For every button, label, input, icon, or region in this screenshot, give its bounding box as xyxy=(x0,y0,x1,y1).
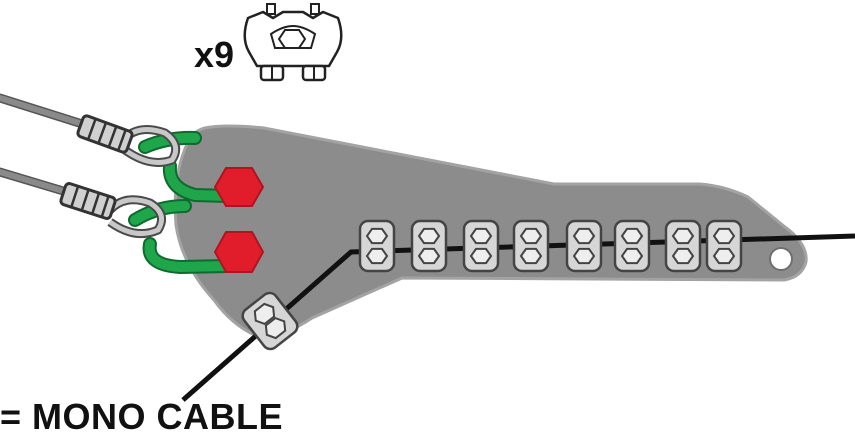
wire-rope-clip-icon xyxy=(410,219,448,273)
wire-rope-clip-icon xyxy=(358,219,396,273)
wire-rope-clip-icon xyxy=(613,219,651,273)
red-hex-bolt-icon xyxy=(213,167,265,207)
wire-rope-clip-icon xyxy=(462,219,500,273)
angled-cable-clip xyxy=(241,291,299,351)
cable-clamp-icon xyxy=(243,3,343,82)
mono-cable-caption: = MONO CABLE xyxy=(0,396,284,437)
upper-ferrule xyxy=(76,114,134,154)
wire-rope-clip-icon xyxy=(565,219,603,273)
clip-row xyxy=(358,219,743,273)
upper-thimble xyxy=(121,124,181,167)
lower-ferrule xyxy=(59,182,117,220)
wire-rope-clip-icon xyxy=(512,219,550,273)
wire-rope-clip-icon xyxy=(705,219,743,273)
red-hex-bolt-icon xyxy=(213,231,265,273)
upper-steel-cable xyxy=(0,93,100,133)
lower-thimble xyxy=(106,195,167,239)
clamp-quantity-label: x9 xyxy=(194,34,235,75)
wire-rope-clip-icon xyxy=(664,219,702,273)
mounting-hole xyxy=(769,247,793,271)
